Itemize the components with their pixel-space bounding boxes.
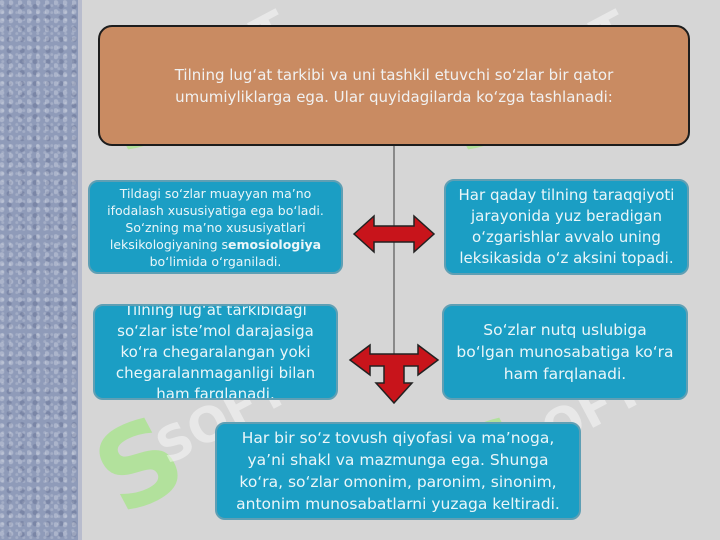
box-usage: Tilning lug‘at tarkibidagi so‘zlar iste’… [93, 304, 338, 400]
box-development: Har qaday tilning taraqqiyoti jarayonida… [444, 179, 689, 275]
t-arrow-icon [348, 343, 440, 405]
box-meaning-bold: emosiologiya [228, 236, 322, 252]
sidebar-edge [78, 0, 82, 540]
connector-line [393, 140, 395, 395]
box-form-content-text: Har bir so‘z tovush qiyofasi va ma’noga,… [236, 429, 560, 513]
box-form-content: Har bir so‘z tovush qiyofasi va ma’noga,… [215, 422, 581, 520]
box-meaning-text: Tildagi so‘zlar muayyan ma’no ifodalash … [100, 185, 331, 270]
box-meaning-text-end: bo‘limida o‘rganiladi. [149, 253, 282, 269]
box-meaning-text-start: Tildagi so‘zlar muayyan ma’no ifodalash … [107, 185, 324, 252]
box-usage-text: Tilning lug‘at tarkibidagi so‘zlar iste’… [115, 304, 316, 400]
decorative-sidebar [0, 0, 78, 540]
box-style-text: So‘zlar nutq uslubiga bo‘lgan munosabati… [456, 321, 674, 383]
header-box: Tilning lug‘at tarkibi va uni tashkil et… [98, 25, 690, 146]
header-text: Tilning lug‘at tarkibi va uni tashkil et… [174, 65, 614, 106]
box-style: So‘zlar nutq uslubiga bo‘lgan munosabati… [442, 304, 688, 400]
box-meaning: Tildagi so‘zlar muayyan ma’no ifodalash … [88, 180, 343, 274]
box-development-text: Har qaday tilning taraqqiyoti jarayonida… [458, 186, 675, 267]
watermark-letter: S [74, 389, 205, 540]
double-arrow-icon [352, 214, 436, 254]
